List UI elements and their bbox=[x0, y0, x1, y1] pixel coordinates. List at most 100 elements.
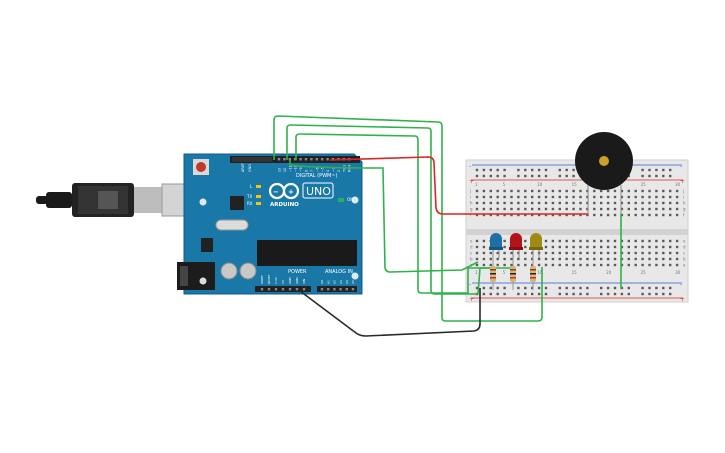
breadboard-hole[interactable] bbox=[551, 239, 555, 243]
rail-hole[interactable] bbox=[475, 286, 479, 290]
analog-pin[interactable] bbox=[339, 288, 342, 291]
breadboard-hole[interactable] bbox=[517, 207, 520, 211]
breadboard-hole[interactable] bbox=[641, 245, 644, 249]
rail-hole[interactable] bbox=[579, 292, 582, 296]
rail-hole[interactable] bbox=[600, 292, 603, 296]
breadboard-hole[interactable] bbox=[662, 239, 665, 243]
rail-hole[interactable] bbox=[669, 292, 672, 296]
breadboard-hole[interactable] bbox=[634, 207, 637, 211]
breadboard-hole[interactable] bbox=[662, 251, 665, 255]
breadboard-hole[interactable] bbox=[496, 213, 499, 217]
breadboard-hole[interactable] bbox=[662, 213, 665, 217]
breadboard-hole[interactable] bbox=[544, 213, 548, 217]
breadboard-hole[interactable] bbox=[565, 263, 568, 267]
breadboard-hole[interactable] bbox=[669, 189, 672, 193]
breadboard-hole[interactable] bbox=[475, 213, 479, 217]
digital-pin[interactable] bbox=[304, 158, 308, 161]
breadboard-hole[interactable] bbox=[662, 257, 665, 261]
breadboard-hole[interactable] bbox=[655, 201, 658, 205]
rail-hole[interactable] bbox=[558, 168, 561, 172]
breadboard-hole[interactable] bbox=[675, 257, 679, 261]
breadboard-hole[interactable] bbox=[600, 251, 603, 255]
rail-hole[interactable] bbox=[655, 168, 658, 172]
breadboard-hole[interactable] bbox=[531, 213, 534, 217]
breadboard-hole[interactable] bbox=[579, 239, 582, 243]
wire-green-pin9[interactable] bbox=[289, 160, 479, 273]
breadboard-hole[interactable] bbox=[510, 207, 513, 211]
breadboard-hole[interactable] bbox=[675, 263, 679, 267]
analog-pin[interactable] bbox=[333, 288, 336, 291]
breadboard-hole[interactable] bbox=[586, 263, 589, 267]
rail-hole[interactable] bbox=[655, 174, 658, 178]
breadboard-hole[interactable] bbox=[517, 251, 520, 255]
breadboard-hole[interactable] bbox=[475, 207, 479, 211]
breadboard-hole[interactable] bbox=[572, 207, 575, 211]
breadboard-hole[interactable] bbox=[579, 195, 582, 199]
rail-hole[interactable] bbox=[641, 286, 644, 290]
power-pin[interactable] bbox=[295, 288, 299, 291]
analog-pin[interactable] bbox=[351, 288, 355, 291]
breadboard-hole[interactable] bbox=[482, 239, 486, 243]
rail-hole[interactable] bbox=[544, 286, 548, 290]
breadboard-hole[interactable] bbox=[613, 257, 617, 261]
breadboard-hole[interactable] bbox=[524, 251, 527, 255]
rail-hole[interactable] bbox=[531, 168, 534, 172]
breadboard-hole[interactable] bbox=[489, 251, 492, 255]
breadboard-hole[interactable] bbox=[544, 195, 548, 199]
breadboard-hole[interactable] bbox=[565, 251, 568, 255]
breadboard-hole[interactable] bbox=[620, 239, 624, 243]
breadboard-hole[interactable] bbox=[669, 257, 672, 261]
breadboard-hole[interactable] bbox=[524, 245, 527, 249]
breadboard-hole[interactable] bbox=[537, 189, 541, 193]
rail-hole[interactable] bbox=[669, 174, 672, 178]
breadboard-hole[interactable] bbox=[600, 189, 603, 193]
power-pin[interactable] bbox=[288, 288, 292, 291]
power-pin[interactable] bbox=[267, 288, 271, 291]
breadboard-hole[interactable] bbox=[675, 213, 679, 217]
breadboard-hole[interactable] bbox=[482, 189, 486, 193]
breadboard-hole[interactable] bbox=[579, 245, 582, 249]
breadboard-hole[interactable] bbox=[503, 189, 506, 193]
breadboard-hole[interactable] bbox=[475, 201, 479, 205]
breadboard-hole[interactable] bbox=[565, 239, 568, 243]
breadboard-hole[interactable] bbox=[558, 245, 561, 249]
breadboard-hole[interactable] bbox=[489, 189, 492, 193]
rail-hole[interactable] bbox=[537, 168, 541, 172]
breadboard-hole[interactable] bbox=[606, 251, 610, 255]
analog-pin[interactable] bbox=[345, 288, 348, 291]
breadboard-hole[interactable] bbox=[593, 245, 596, 249]
breadboard-hole[interactable] bbox=[669, 263, 672, 267]
breadboard-hole[interactable] bbox=[551, 213, 555, 217]
breadboard-hole[interactable] bbox=[655, 245, 658, 249]
rail-hole[interactable] bbox=[558, 174, 561, 178]
breadboard-hole[interactable] bbox=[655, 189, 658, 193]
breadboard-hole[interactable] bbox=[648, 251, 651, 255]
breadboard-hole[interactable] bbox=[475, 195, 479, 199]
breadboard-hole[interactable] bbox=[662, 245, 665, 249]
breadboard-hole[interactable] bbox=[606, 213, 610, 217]
breadboard-hole[interactable] bbox=[475, 245, 479, 249]
breadboard-hole[interactable] bbox=[544, 251, 548, 255]
breadboard-hole[interactable] bbox=[627, 239, 630, 243]
breadboard-hole[interactable] bbox=[572, 251, 575, 255]
rail-hole[interactable] bbox=[572, 292, 575, 296]
breadboard-hole[interactable] bbox=[544, 245, 548, 249]
breadboard-hole[interactable] bbox=[496, 251, 499, 255]
breadboard-hole[interactable] bbox=[600, 239, 603, 243]
breadboard-hole[interactable] bbox=[517, 195, 520, 199]
breadboard-hole[interactable] bbox=[531, 251, 534, 255]
rail-hole[interactable] bbox=[648, 292, 651, 296]
breadboard-hole[interactable] bbox=[662, 195, 665, 199]
breadboard-hole[interactable] bbox=[531, 201, 534, 205]
breadboard-hole[interactable] bbox=[641, 213, 644, 217]
rail-hole[interactable] bbox=[662, 292, 665, 296]
breadboard-hole[interactable] bbox=[648, 207, 651, 211]
breadboard-hole[interactable] bbox=[551, 257, 555, 261]
rail-hole[interactable] bbox=[489, 292, 492, 296]
breadboard-hole[interactable] bbox=[579, 213, 582, 217]
breadboard-hole[interactable] bbox=[593, 251, 596, 255]
breadboard-hole[interactable] bbox=[606, 195, 610, 199]
breadboard-hole[interactable] bbox=[627, 189, 630, 193]
breadboard-hole[interactable] bbox=[669, 245, 672, 249]
breadboard-hole[interactable] bbox=[475, 257, 479, 261]
